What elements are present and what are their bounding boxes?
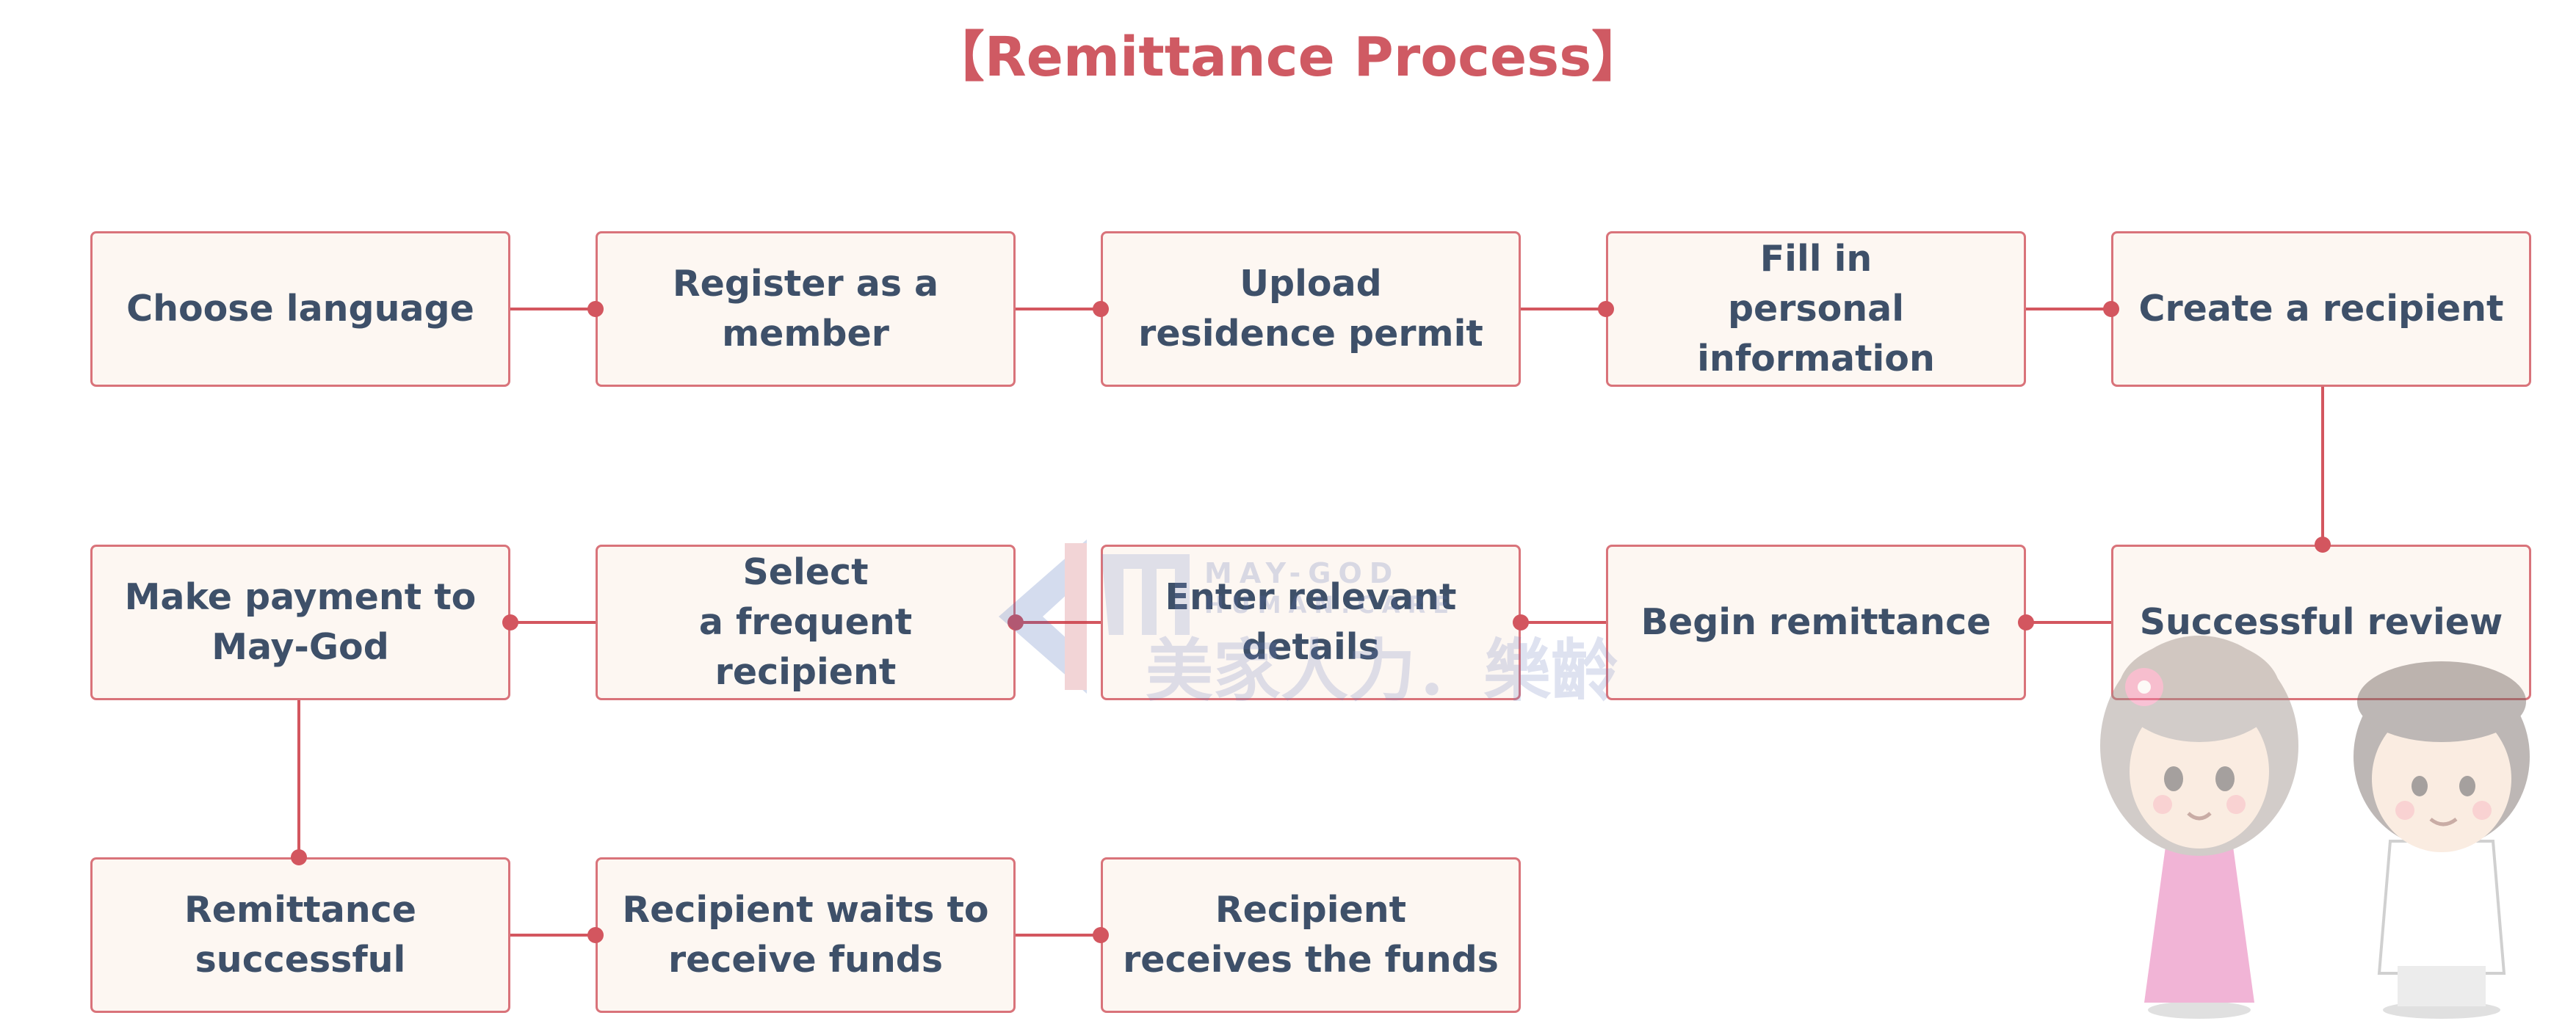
step-label: Register as a member xyxy=(672,263,939,355)
connector-dot xyxy=(1007,614,1024,631)
mascot-man-icon xyxy=(2354,661,2530,1019)
step-label: Recipient waits to receive funds xyxy=(622,889,989,981)
connector-dot xyxy=(1513,614,1529,631)
step-label: Fill in personal information xyxy=(1697,238,1935,379)
step-recipient-waits: Recipient waits to receive funds xyxy=(596,857,1016,1013)
mascot-woman-icon xyxy=(2100,636,2298,1019)
connector-dot xyxy=(291,849,307,865)
step-label: Create a recipient xyxy=(2138,288,2504,330)
step-recipient-receives-funds: Recipient receives the funds xyxy=(1101,857,1521,1013)
step-begin-remittance: Begin remittance xyxy=(1606,545,2026,700)
step-label: Remittance successful xyxy=(184,889,416,981)
step-label: Make payment to May-God xyxy=(124,576,477,668)
step-label: Recipient receives the funds xyxy=(1123,889,1499,981)
step-upload-residence-permit: Upload residence permit xyxy=(1101,231,1521,387)
step-enter-relevant-details: Enter relevant details xyxy=(1101,545,1521,700)
step-register-member: Register as a member xyxy=(596,231,1016,387)
diagram-title: 【Remittance Process】 xyxy=(930,26,1646,89)
step-label: Choose language xyxy=(126,288,474,330)
step-label: Enter relevant details xyxy=(1165,576,1457,668)
step-choose-language: Choose language xyxy=(90,231,510,387)
step-select-frequent-recipient: Select a frequent recipient xyxy=(596,545,1016,700)
step-successful-review: Successful review xyxy=(2111,545,2531,700)
connector-dot xyxy=(587,927,604,943)
connector-dot xyxy=(502,614,518,631)
connector-dot xyxy=(1598,301,1614,317)
connector-dot xyxy=(1093,927,1109,943)
step-label: Begin remittance xyxy=(1640,601,1991,643)
connector-dot xyxy=(2018,614,2034,631)
connector-dot xyxy=(587,301,604,317)
step-label: Successful review xyxy=(2139,601,2503,643)
step-create-recipient: Create a recipient xyxy=(2111,231,2531,387)
connector-dot xyxy=(1093,301,1109,317)
mascot-illustration xyxy=(2100,636,2530,1019)
step-label: Upload residence permit xyxy=(1138,263,1483,355)
step-remittance-successful: Remittance successful xyxy=(90,857,510,1013)
connector-dot xyxy=(2103,301,2119,317)
step-fill-personal-information: Fill in personal information xyxy=(1606,231,2026,387)
connector-dot xyxy=(2315,537,2331,553)
step-label: Select a frequent recipient xyxy=(698,551,913,693)
